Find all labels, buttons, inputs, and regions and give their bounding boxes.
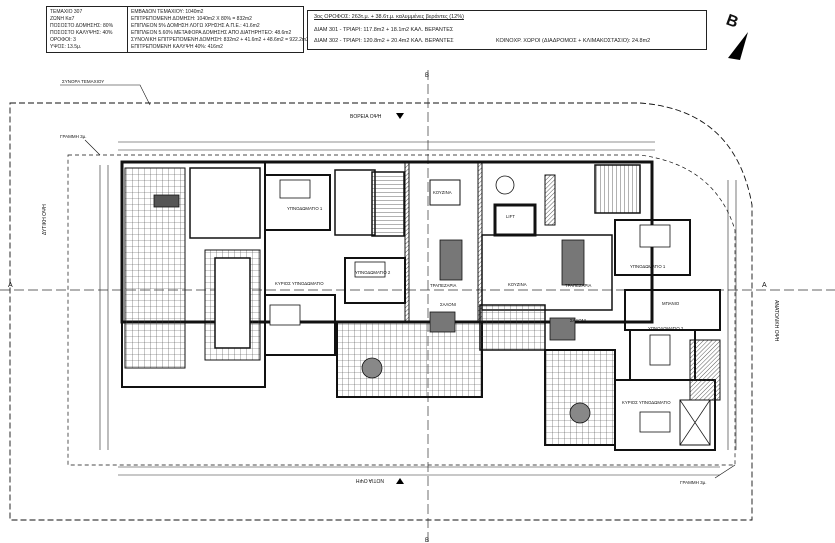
apartment-302: ΔΙΑΜ 302 - ΤΡΙΑΡΙ: 120.8m2 + 20.4m2 ΚΑΛ.… xyxy=(314,38,454,44)
north-arrow-icon: B xyxy=(724,12,748,60)
room-living-b: ΣΑΛΟΝΙ xyxy=(570,318,586,323)
divider xyxy=(127,7,128,52)
section-b-bottom: B xyxy=(425,538,429,543)
east-elevation-label: ΑΝΑΤΟΛΙΚΗ ΟΨΗ xyxy=(773,300,779,342)
room-bedroom-1-b: ΥΠΝΟΔΩΜΑΤΙΟ 1 xyxy=(630,264,666,269)
info-box-left: ΤΕΜΑΧΙΟ 307 ΖΩΝΗ Κα7 ΠΟΣΟΣΤΟ ΔΟΜΗΣΗΣ: 80… xyxy=(46,6,309,53)
room-lift: LIFT xyxy=(506,214,515,219)
common-areas: ΚΟΙΝΟΧΡ. ΧΩΡΟΙ (ΔΙΑΔΡΟΜΟΣ + ΚΛΙΜΑΚΟΣΤΑΣΙ… xyxy=(496,38,651,44)
room-dining-a: ΤΡΑΠΕΖΑΡΙΑ xyxy=(430,283,457,288)
section-a-left: A xyxy=(8,282,13,289)
furniture xyxy=(153,175,671,433)
floor-title: 3ος ΟΡΟΦΟΣ: 263τ.μ. + 38.6τ.μ. καλυμμένε… xyxy=(314,14,464,20)
room-master-bedroom-b: ΚΥΡΙΟΣ ΥΠΝΟΔΩΜΑΤΙΟ xyxy=(622,400,671,405)
area-info: ΕΜΒΑΔΟΝ ΤΕΜΑΧΙΟΥ: 1040m2 ΕΠΙΤΡΕΠΟΜΕΝΗ ΔΟ… xyxy=(131,9,309,51)
north-elevation-label: ΒΟΡΕΙΑ ΟΨΗ xyxy=(350,114,382,120)
leader-line xyxy=(714,464,736,479)
room-kitchen-a: ΚΟΥΖΙΝΑ xyxy=(433,190,452,195)
info-line: ΕΠΙΠΛΕΟΝ 5% ΔΟΜΗΣΗ ΛΟΓΩ ΧΡΗΣΗΣ Α.Π.Ε.: 4… xyxy=(131,23,260,29)
section-b-top: B xyxy=(425,73,429,79)
setback-line xyxy=(67,154,736,466)
boundary-label: ΣΥΝΟΡΑ ΤΕΜΑΧΙΟΥ xyxy=(62,79,104,84)
plot-info: ΤΕΜΑΧΙΟ 307 ΖΩΝΗ Κα7 ΠΟΣΟΣΤΟ ΔΟΜΗΣΗΣ: 80… xyxy=(50,9,113,51)
room-bath-b: ΜΠΑΝΙΟ xyxy=(662,301,680,306)
room-kitchen-b: ΚΟΥΖΙΝΑ xyxy=(508,282,527,287)
leader-line xyxy=(84,139,101,156)
room-bedroom-1-a: ΥΠΝΟΔΩΜΑΤΙΟ 1 xyxy=(287,206,323,211)
room-labels: ΥΠΝΟΔΩΜΑΤΙΟ 1 ΥΠΝΟΔΩΜΑΤΙΟ 2 ΚΥΡΙΟΣ ΥΠΝΟΔ… xyxy=(275,190,684,405)
setback-label-top: ΓΡΑΜΜΗ 3μ. xyxy=(60,134,87,139)
info-line: ΟΡΟΦΟΙ: 3 xyxy=(50,37,76,43)
room-living-a: ΣΑΛΟΝΙ xyxy=(440,302,456,307)
info-line: ΕΠΙΠΛΕΟΝ 5.60% ΜΕΤΑΦΟΡΑ ΔΟΜΗΣΗΣ ΑΠΟ ΔΙΑΤ… xyxy=(131,30,292,36)
plot-boundary xyxy=(9,102,753,521)
info-line: ΥΨΟΣ: 13.5μ. xyxy=(50,44,82,50)
west-elevation-label: ΔΥΤΙΚΗ ΟΨΗ xyxy=(42,204,48,235)
elevation-arrow-icon xyxy=(396,478,404,484)
dimension-lines xyxy=(99,141,737,476)
north-marker-label: B xyxy=(724,12,741,32)
room-dining-b: ΤΡΑΠΕΖΑΡΙΑ xyxy=(565,283,592,288)
info-line: ΖΩΝΗ Κα7 xyxy=(50,16,75,22)
section-a-right: A xyxy=(762,282,767,289)
room-bedroom-2-b: ΥΠΝΟΔΩΜΑΤΙΟ 2 xyxy=(648,326,684,331)
info-line: ΣΥΝΟΛΙΚΗ ΕΠΙΤΡΕΠΟΜΕΝΗ ΔΟΜΗΣΗ: 832m2 + 41… xyxy=(131,37,309,43)
leader-line xyxy=(60,84,151,106)
info-line: ΕΠΙΤΡΕΠΟΜΕΝΗ ΔΟΜΗΣΗ: 1040m2 Χ 80% = 832m… xyxy=(131,16,252,22)
room-master-bedroom-a: ΚΥΡΙΟΣ ΥΠΝΟΔΩΜΑΤΙΟ xyxy=(275,281,324,286)
info-line: ΕΜΒΑΔΟΝ ΤΕΜΑΧΙΟΥ: 1040m2 xyxy=(131,9,204,15)
room-bedroom-2-a: ΥΠΝΟΔΩΜΑΤΙΟ 2 xyxy=(355,270,391,275)
elevation-arrow-icon xyxy=(396,113,404,119)
south-elevation-label: ΝΟΤΙΑ ΟΨΗ xyxy=(356,477,384,483)
info-line: ΕΠΙΤΡΕΠΟΜΕΝΗ ΚΑΛΥΨΗ 40%: 416m2 xyxy=(131,44,223,50)
info-line: ΤΕΜΑΧΙΟ 307 xyxy=(50,9,83,15)
building-walls xyxy=(120,160,721,451)
apartment-301: ΔΙΑΜ 301 - ΤΡΙΑΡΙ: 117.8m2 + 18.1m2 ΚΑΛ.… xyxy=(314,27,454,33)
info-box-right: 3ος ΟΡΟΦΟΣ: 263τ.μ. + 38.6τ.μ. καλυμμένε… xyxy=(307,10,707,50)
info-line: ΠΟΣΟΣΤΟ ΚΑΛΥΨΗΣ: 40% xyxy=(50,30,113,36)
setback-label-bottom: ΓΡΑΜΜΗ 3μ. xyxy=(680,480,707,485)
info-line: ΠΟΣΟΣΤΟ ΔΟΜΗΣΗΣ: 80% xyxy=(50,23,114,29)
